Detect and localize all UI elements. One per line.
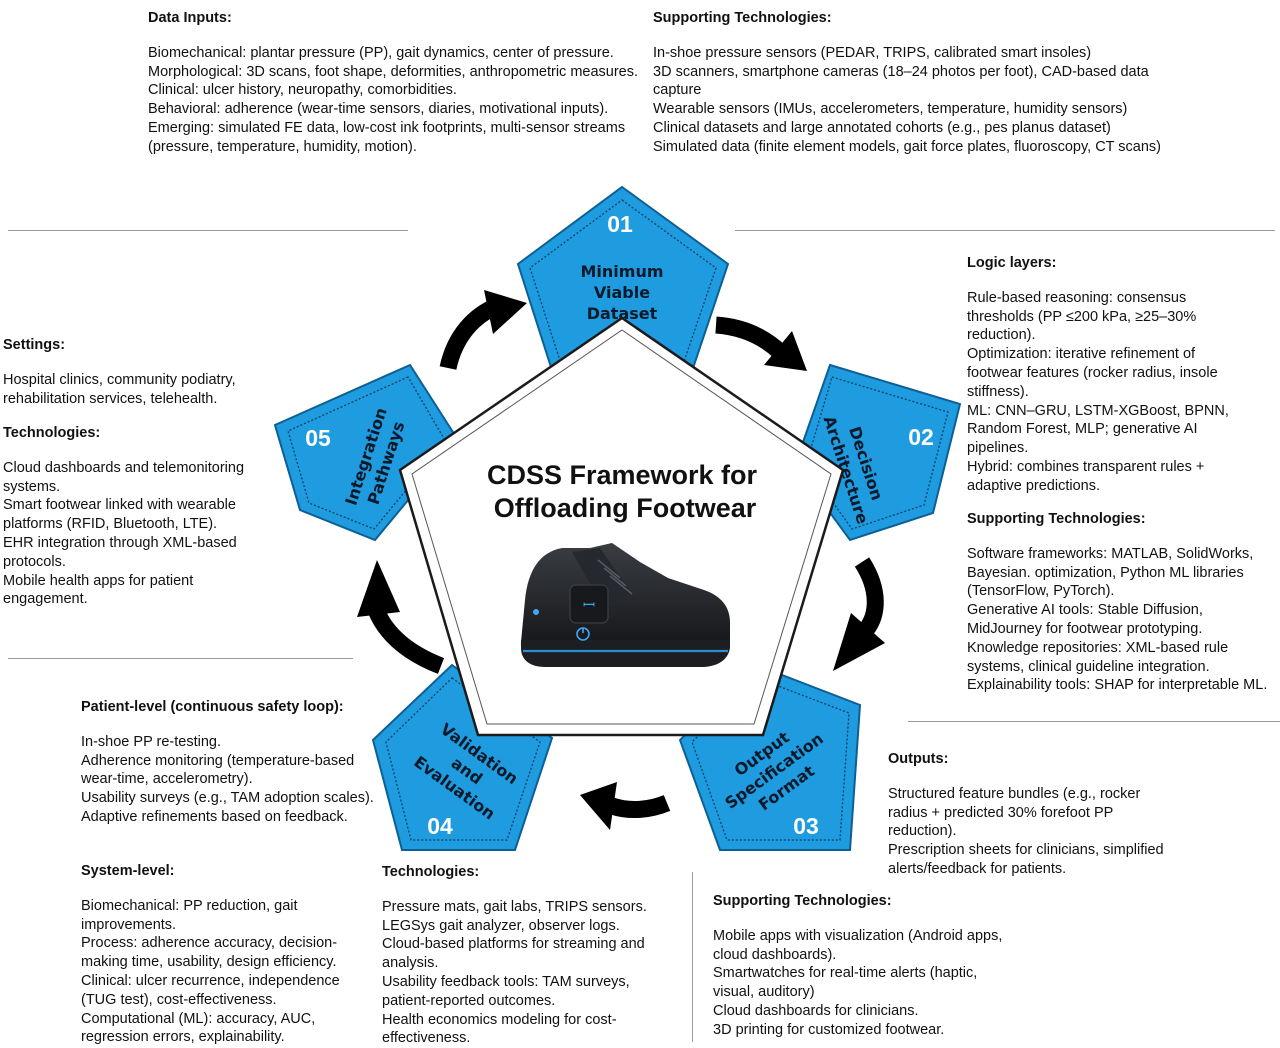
stage-03-number: 03 <box>793 813 819 839</box>
panel-heading: Logic layers: <box>967 255 1057 271</box>
divider-top-left <box>8 230 408 231</box>
panel-item: Hybrid: combines transparent rules + ada… <box>967 458 1205 494</box>
panel-heading: Supporting Technologies: <box>713 893 892 909</box>
stage-05-number: 05 <box>305 425 331 451</box>
panel-item: Optimization: iterative refinement of fo… <box>967 346 1218 400</box>
panel-item: LEGSys gait analyzer, observer logs. <box>382 917 620 934</box>
center-title-line-1: CDSS Framework for <box>487 460 758 490</box>
panel-item: Emerging: simulated FE data, low-cost in… <box>148 119 626 155</box>
panel-item: Clinical: ulcer history, neuropathy, com… <box>148 82 457 99</box>
dataset-technologies-panel: Supporting Technologies: In-shoe pressur… <box>653 9 1173 157</box>
panel-item: Explainability tools: SHAP for interpret… <box>967 677 1268 694</box>
panel-item: Generative AI tools: Stable Diffusion, M… <box>967 602 1203 637</box>
panel-item: Process: adherence accuracy, decision-ma… <box>81 935 338 971</box>
panel-item: Hospital clinics, community podiatry, re… <box>3 371 236 407</box>
stage-01-line-3: Dataset <box>587 304 658 323</box>
smart-shoe-icon: ꟷ <box>520 543 730 667</box>
panel-item: In-shoe PP re-testing. <box>81 733 221 750</box>
decision-technologies-panel: Supporting Technologies: Software framew… <box>967 510 1277 695</box>
integration-technologies-panel: Technologies: Cloud dashboards and telem… <box>3 424 273 609</box>
panel-item: Prescription sheets for clinicians, simp… <box>888 842 1164 877</box>
panel-item: Cloud dashboards for clinicians. <box>713 1002 919 1019</box>
panel-heading: Technologies: <box>3 425 101 441</box>
stage-02-number: 02 <box>908 424 934 450</box>
panel-item: Simulated data (finite element models, g… <box>653 138 1162 155</box>
arrow-03-to-04 <box>580 782 671 830</box>
panel-item: Smartwatches for real-time alerts (hapti… <box>713 965 978 1001</box>
panel-item: ML: CNN–GRU, LSTM-XGBoost, BPNN, Random … <box>967 402 1229 457</box>
panel-item: 3D scanners, smartphone cameras (18–24 p… <box>653 63 1149 99</box>
panel-item: Cloud dashboards and telemonitoring syst… <box>3 459 245 495</box>
stage-01-line-2: Viable <box>594 283 650 302</box>
panel-item: Smart footwear linked with wearable plat… <box>3 497 236 533</box>
stage-01-number: 01 <box>607 211 633 237</box>
panel-item: Computational (ML): accuracy, AUC, regre… <box>81 1010 316 1046</box>
panel-item: Mobile apps with visualization (Android … <box>713 927 1003 963</box>
divider-vertical-bottom <box>692 872 693 1042</box>
panel-item: Morphological: 3D scans, foot shape, def… <box>148 63 639 80</box>
arrow-04-to-05 <box>357 560 445 674</box>
panel-heading: Settings: <box>3 337 66 353</box>
panel-item: Health economics modeling for cost-effec… <box>382 1011 617 1047</box>
panel-item: Clinical datasets and large annotated co… <box>653 119 1111 136</box>
panel-heading: Patient-level (continuous safety loop): <box>81 699 344 715</box>
panel-item: Behavioral: adherence (wear-time sensors… <box>148 101 609 118</box>
panel-item: Pressure mats, gait labs, TRIPS sensors. <box>382 898 647 915</box>
stage-05: 05 Integration Pathways <box>273 363 460 542</box>
panel-heading: Data Inputs: <box>148 10 232 26</box>
divider-top-right <box>735 230 1275 231</box>
panel-item: In-shoe pressure sensors (PEDAR, TRIPS, … <box>653 44 1092 61</box>
patient-level-panel: Patient-level (continuous safety loop): … <box>81 698 386 827</box>
panel-item: Mobile health apps for patient engagemen… <box>3 572 194 608</box>
panel-item: Biomechanical: plantar pressure (PP), ga… <box>148 44 614 61</box>
arrow-05-to-01 <box>439 290 527 371</box>
panel-item: Wearable sensors (IMUs, accelerometers, … <box>653 101 1128 118</box>
settings-panel: Settings: Hospital clinics, community po… <box>3 336 273 408</box>
panel-heading: Technologies: <box>382 864 480 880</box>
system-level-panel: System-level: Biomechanical: PP reductio… <box>81 862 371 1047</box>
stage-01-line-1: Minimum <box>580 262 663 281</box>
data-inputs-panel: Data Inputs: Biomechanical: plantar pres… <box>148 9 653 157</box>
panel-item: Adherence monitoring (temperature-based … <box>81 752 355 788</box>
logic-layers-panel: Logic layers: Rule-based reasoning: cons… <box>967 254 1237 496</box>
panel-item: Usability feedback tools: TAM surveys, p… <box>382 973 630 1009</box>
arrow-02-to-03 <box>833 557 885 671</box>
output-technologies-panel: Supporting Technologies: Mobile apps wit… <box>713 892 1013 1040</box>
outputs-panel: Outputs: Structured feature bundles (e.g… <box>888 750 1178 879</box>
divider-mid-right <box>908 721 1280 722</box>
panel-heading: System-level: <box>81 863 175 879</box>
stage-04-number: 04 <box>427 813 453 839</box>
panel-item: EHR integration through XML-based protoc… <box>3 534 237 570</box>
center-title-line-2: Offloading Footwear <box>494 493 757 523</box>
divider-mid-left <box>8 658 353 659</box>
panel-item: 3D printing for customized footwear. <box>713 1021 945 1038</box>
panel-heading: Supporting Technologies: <box>967 511 1146 527</box>
panel-item: Rule-based reasoning: consensus threshol… <box>967 289 1197 344</box>
validation-technologies-panel: Technologies: Pressure mats, gait labs, … <box>382 863 682 1048</box>
panel-item: Knowledge repositories: XML-based rule s… <box>967 639 1229 675</box>
panel-heading: Outputs: <box>888 751 949 767</box>
cycle-arrows <box>357 290 885 830</box>
svg-text:ꟷ: ꟷ <box>583 596 595 614</box>
panel-item: Biomechanical: PP reduction, gait improv… <box>81 897 298 933</box>
panel-item: Cloud-based platforms for streaming and … <box>382 936 645 972</box>
panel-item: Adaptive refinements based on feedback. <box>81 808 348 825</box>
panel-heading: Supporting Technologies: <box>653 10 832 26</box>
center-pentagon: CDSS Framework for Offloading Footwear <box>398 316 845 737</box>
panel-item: Usability surveys (e.g., TAM adoption sc… <box>81 790 374 807</box>
panel-item: Structured feature bundles (e.g., rocker… <box>888 785 1141 840</box>
panel-item: Software frameworks: MATLAB, SolidWorks,… <box>967 545 1254 600</box>
arrow-01-to-02 <box>715 316 807 371</box>
panel-item: Clinical: ulcer recurrence, independence… <box>81 972 340 1008</box>
